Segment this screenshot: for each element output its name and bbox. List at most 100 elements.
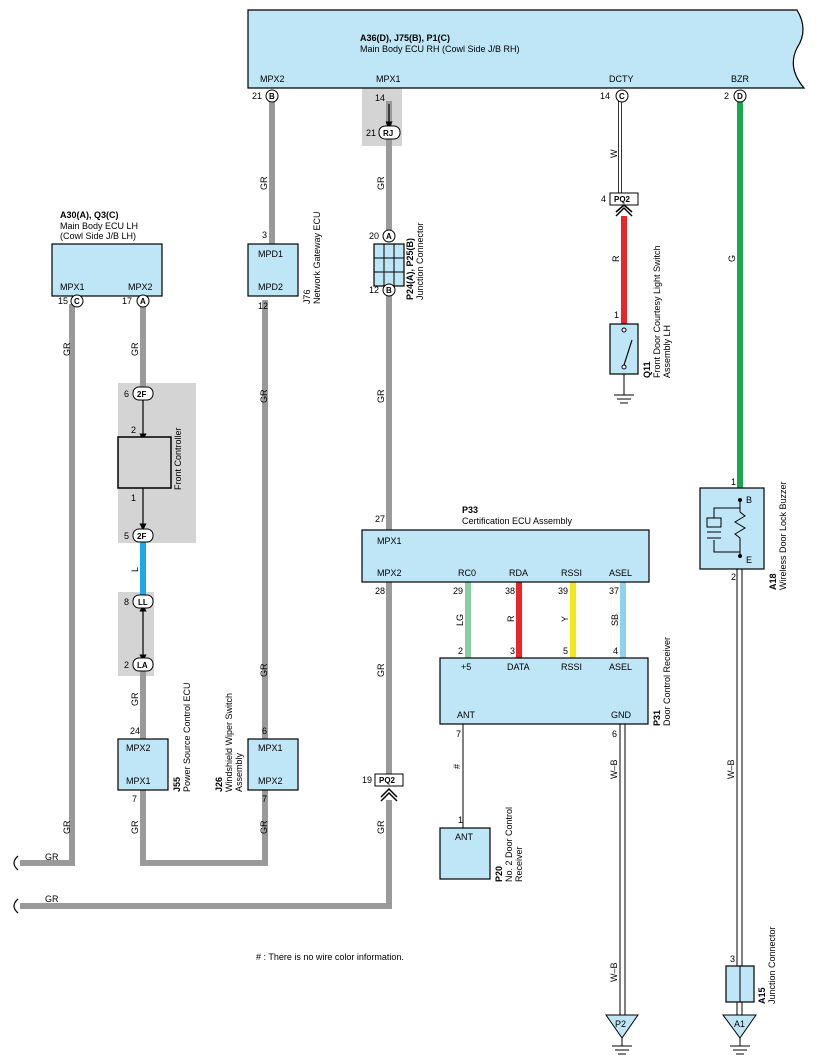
a15-name: Junction Connector (767, 926, 777, 1004)
svg-text:2: 2 (724, 91, 729, 101)
cert-rssi: RSSI (561, 568, 582, 578)
switch-contact-top (621, 327, 627, 333)
buzzer-b: B (746, 495, 752, 505)
svg-text:4: 4 (601, 194, 606, 204)
wc-wb-2: W–B (726, 759, 736, 779)
svg-text:LA: LA (137, 661, 148, 670)
cert-rda: RDA (509, 568, 528, 578)
wiper-name1: Windshield Wiper Switch (224, 693, 234, 792)
svg-text:2F: 2F (137, 532, 146, 541)
cert-pin-asel: 37 (609, 586, 619, 596)
svg-text:5: 5 (124, 531, 129, 541)
svg-text:D: D (737, 92, 743, 101)
svg-text:12: 12 (369, 285, 379, 295)
wc-gr-10: GR (62, 820, 72, 834)
ecu-lh-code: A30(A), Q3(C) (60, 210, 119, 220)
wire-gr-psc-wiper (140, 790, 268, 866)
switch-pin: 1 (614, 310, 619, 320)
cert-rco: RC0 (458, 568, 476, 578)
wire-wb-gnd (619, 724, 626, 1015)
svg-text:15: 15 (58, 296, 68, 306)
wc-gr-13: GR (376, 820, 386, 834)
no2-pin: 1 (458, 815, 463, 825)
psc-pin2: 7 (132, 794, 137, 804)
wc-r: R (611, 255, 621, 262)
wc-gr-12: GR (259, 820, 269, 834)
pin-ecu-rh-dcty: 14 C (600, 89, 629, 103)
wire-wb-buzzer (736, 569, 743, 1015)
junction-connector-box (373, 243, 405, 287)
switch-ground-icon (614, 394, 634, 404)
a15-code: A15 (757, 987, 767, 1004)
svg-text:PQ2: PQ2 (379, 776, 396, 785)
network-gateway-ecu-box (247, 243, 299, 297)
rcv-name: Door Control Receiver (662, 637, 672, 726)
jc-name: Junction Connector (415, 222, 425, 300)
pin-rj: 21 RJ (366, 125, 401, 140)
rcv-ant: ANT (457, 710, 476, 720)
wc-gr-4: GR (130, 342, 140, 356)
svg-text:8: 8 (124, 597, 129, 607)
svg-text:C: C (74, 297, 80, 306)
wc-r-data: R (506, 615, 516, 622)
rcv-asel: ASEL (609, 662, 632, 672)
wc-hash: # (452, 764, 462, 769)
buzzer-pin1: 1 (731, 477, 736, 487)
svg-text:C: C (619, 92, 625, 101)
svg-text:PQ2: PQ2 (614, 195, 631, 204)
wc-g: G (727, 255, 737, 262)
pin-ecu-rh-mpx1: 14 (375, 93, 385, 103)
cert-name: Certification ECU Assembly (462, 516, 573, 526)
svg-text:21: 21 (252, 91, 262, 101)
rcv-pin-asel: 4 (613, 646, 618, 656)
svg-text:21: 21 (366, 128, 376, 138)
svg-text:2F: 2F (137, 390, 146, 399)
power-source-control-ecu-box (117, 738, 169, 791)
wire-gr-lh-mpx1 (20, 304, 75, 866)
buzzer-name: Wireless Door Lock Buzzer (778, 481, 788, 590)
wc-gr-6: GR (376, 389, 386, 403)
wiper-mpx1: MPX1 (258, 743, 283, 753)
pin-ecu-lh-mpx2: 17 A (122, 294, 150, 308)
wiper-name2: Assembly (234, 752, 244, 792)
pin-ecu-rh-bzr: 2 D (724, 89, 747, 103)
gateway-name: Network Gateway ECU (312, 211, 322, 304)
cert-asel: ASEL (609, 568, 632, 578)
cert-pin-rssi: 39 (558, 586, 568, 596)
no2-name1: No. 2 Door Control (504, 807, 514, 882)
wc-sb: SB (610, 614, 620, 626)
wc-gr-h1: GR (45, 852, 59, 862)
svg-text:B: B (269, 92, 275, 101)
front-controller-name: Front Controller (173, 427, 183, 490)
ecu-lh-name2: (Cowl Side J/B LH) (60, 231, 136, 241)
rcv-pin-data: 3 (510, 646, 515, 656)
ecu-rh-bzr: BZR (731, 74, 750, 84)
cert-pin-rco: 29 (453, 586, 463, 596)
rcv-rssi: RSSI (561, 662, 582, 672)
svg-text:2: 2 (124, 660, 129, 670)
svg-text:A: A (386, 232, 392, 241)
rcv-gnd: GND (611, 710, 632, 720)
pin-ecu-lh-mpx1: 15 C (58, 294, 84, 308)
svg-text:17: 17 (122, 296, 132, 306)
pin-jc-b: 12 B (369, 283, 396, 297)
gateway-pin1: 3 (262, 230, 267, 240)
wc-y: Y (560, 616, 570, 622)
pin-ll: 8 LL (124, 594, 154, 609)
fc-pin-a: 2 (131, 425, 136, 435)
wc-gr-5: GR (259, 389, 269, 403)
junction-connector-grid (374, 244, 404, 286)
wc-gr-7: GR (130, 692, 140, 706)
ground-a1-label: A1 (734, 1019, 745, 1029)
certification-ecu-box (361, 529, 650, 583)
ground-p2-label: P2 (615, 1019, 626, 1029)
rcv-code: P31 (652, 710, 662, 726)
svg-text:B: B (386, 286, 392, 295)
cert-code: P33 (462, 505, 478, 515)
svg-text:19: 19 (362, 775, 372, 785)
switch-name2: Assembly LH (662, 325, 672, 378)
wc-gr-1: GR (259, 176, 269, 190)
fc-pin-b: 1 (131, 493, 136, 503)
wiper-pin2: 7 (262, 794, 267, 804)
wc-gr-3: GR (62, 342, 72, 356)
